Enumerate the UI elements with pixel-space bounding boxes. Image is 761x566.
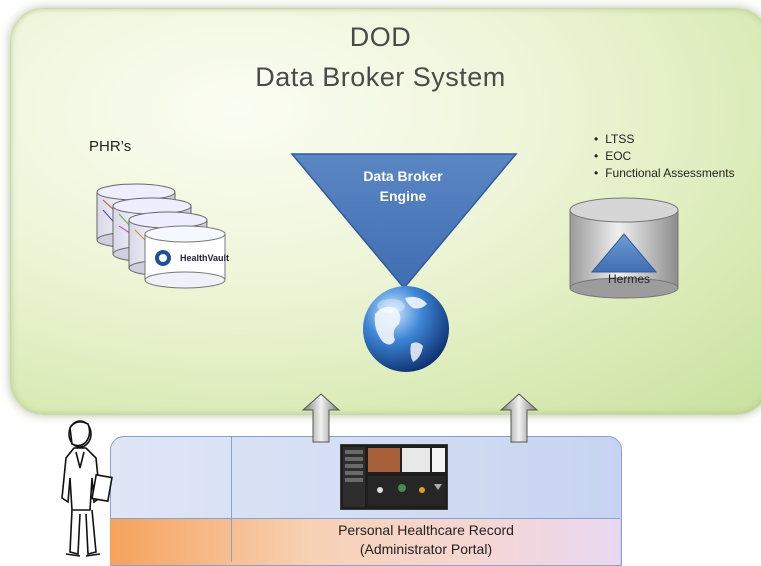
portal-label: Personal Healthcare Record (Administrato… [232,521,620,559]
hermes-label: Hermes [607,272,650,286]
healthvault-database-icon [144,225,226,289]
up-arrow-icon [301,393,341,443]
healthvault-label: HealthVault [180,253,230,263]
data-types-list: LTSS EOC Functional Assessments [594,131,735,182]
data-broker-engine-triangle [290,153,518,290]
portal-label-line-1: Personal Healthcare Record [338,522,514,538]
data-type-item: EOC [594,148,735,165]
portal-screenshot-thumbnail [340,444,448,510]
person-icon [61,420,113,557]
data-type-item: LTSS [594,131,735,148]
title-line-1: DOD [349,22,412,52]
engine-label-line-2: Engine [379,188,427,204]
engine-label: Data Broker Engine [318,166,488,206]
title-line-2: Data Broker System [255,62,506,92]
portal-label-line-2: (Administrator Portal) [359,541,493,557]
hermes-database-icon [569,197,679,299]
engine-label-line-1: Data Broker [363,168,443,184]
phr-database-stack-icon [96,183,226,289]
data-type-item: Functional Assessments [594,165,734,182]
portal-band-divider [231,437,232,562]
globe-icon [363,286,449,372]
phr-label: PHR’s [89,138,132,155]
up-arrow-icon [499,393,539,443]
portal-band-bottom [110,518,620,565]
